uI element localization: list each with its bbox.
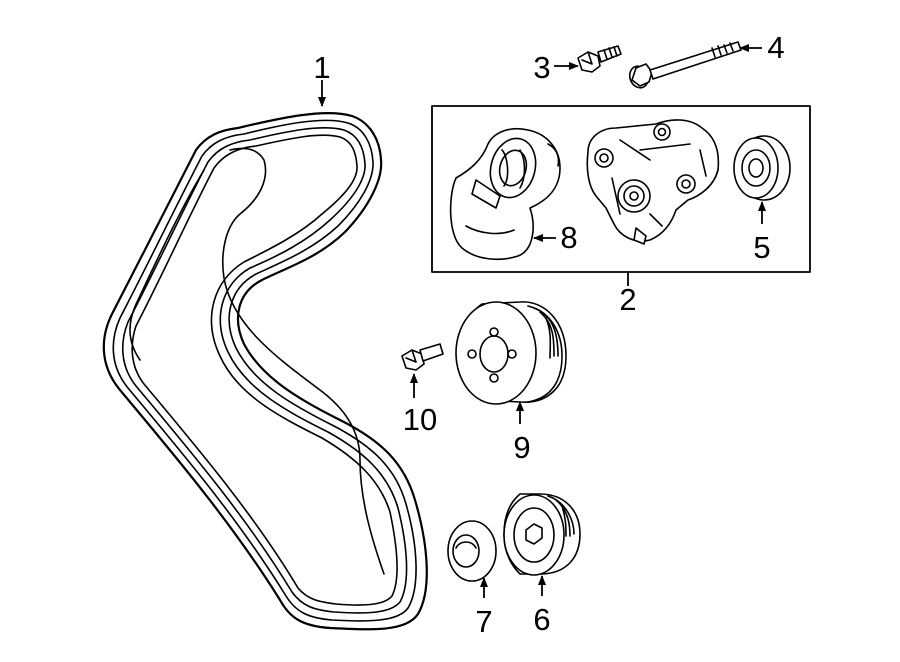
callout-2: 2: [619, 282, 636, 317]
callout-1: 1: [313, 50, 330, 85]
tensioner-arm: [449, 128, 561, 261]
idler-pulley-lower: [503, 493, 581, 576]
idler-pulley-upper: [733, 135, 791, 201]
drive-belt: [102, 112, 428, 631]
pulley-bolt: [401, 343, 444, 371]
leader-lines: [318, 44, 766, 598]
callout-7: 7: [475, 604, 492, 639]
callout-3: 3: [533, 50, 550, 85]
bolt-small: [577, 45, 622, 73]
callout-10: 10: [403, 402, 437, 437]
bolt-long: [628, 41, 742, 89]
callout-6: 6: [533, 602, 550, 637]
tensioner-bracket: [586, 119, 720, 245]
tensioner-assembly-box: [431, 105, 811, 273]
water-pump-pulley: [455, 301, 567, 405]
pulley-cap: [447, 520, 497, 582]
callout-5: 5: [753, 230, 770, 265]
callout-8: 8: [560, 220, 577, 255]
callout-9: 9: [513, 430, 530, 465]
callout-4: 4: [767, 30, 784, 65]
